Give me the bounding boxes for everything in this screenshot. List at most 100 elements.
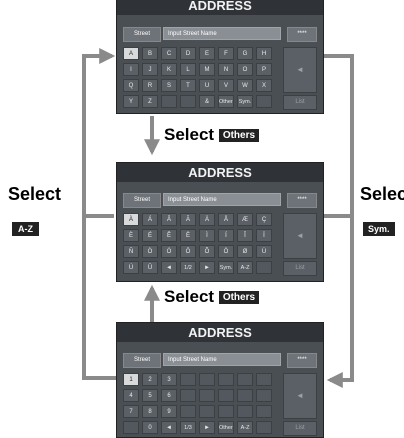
key[interactable]: Ô xyxy=(180,245,196,258)
key[interactable]: Û xyxy=(142,261,158,274)
key[interactable]: 3 xyxy=(161,373,177,386)
key[interactable] xyxy=(180,95,196,108)
back-arrow-button[interactable]: ◄ xyxy=(283,213,317,259)
key[interactable]: 9 xyxy=(161,405,177,418)
key[interactable]: È xyxy=(123,229,139,242)
key[interactable] xyxy=(256,261,272,274)
key[interactable]: O xyxy=(237,63,253,76)
key[interactable]: N xyxy=(218,63,234,76)
key[interactable]: Ä xyxy=(199,213,215,226)
stars-button[interactable]: **** xyxy=(287,193,317,208)
key[interactable] xyxy=(237,405,253,418)
key[interactable]: Ê xyxy=(161,229,177,242)
key[interactable]: C xyxy=(161,47,177,60)
key[interactable]: S xyxy=(161,79,177,92)
key[interactable]: Ç xyxy=(256,213,272,226)
key[interactable] xyxy=(256,373,272,386)
key[interactable]: É xyxy=(142,229,158,242)
key[interactable]: Ú xyxy=(123,261,139,274)
key[interactable]: ► xyxy=(199,421,215,434)
key[interactable] xyxy=(256,405,272,418)
key[interactable]: H xyxy=(256,47,272,60)
key[interactable] xyxy=(199,389,215,402)
key[interactable]: 7 xyxy=(123,405,139,418)
key[interactable]: A xyxy=(123,47,139,60)
key[interactable]: P xyxy=(256,63,272,76)
key[interactable] xyxy=(180,373,196,386)
key[interactable]: F xyxy=(218,47,234,60)
street-input[interactable]: Input Street Name xyxy=(163,193,281,206)
key[interactable]: 6 xyxy=(161,389,177,402)
key[interactable]: 5 xyxy=(142,389,158,402)
key[interactable]: R xyxy=(142,79,158,92)
key[interactable]: Â xyxy=(161,213,177,226)
key[interactable]: Ã xyxy=(180,213,196,226)
key[interactable] xyxy=(256,95,272,108)
key[interactable]: Ø xyxy=(237,245,253,258)
key[interactable]: B xyxy=(142,47,158,60)
key[interactable]: Ì xyxy=(199,229,215,242)
key[interactable]: Ï xyxy=(256,229,272,242)
key[interactable]: Î xyxy=(237,229,253,242)
key[interactable]: ◄ xyxy=(161,421,177,434)
street-input[interactable]: Input Street Name xyxy=(163,27,281,40)
key[interactable] xyxy=(180,405,196,418)
key[interactable] xyxy=(199,405,215,418)
key[interactable]: Y xyxy=(123,95,139,108)
key[interactable]: Å xyxy=(218,213,234,226)
key[interactable]: U xyxy=(199,79,215,92)
key[interactable]: Ó xyxy=(161,245,177,258)
key[interactable] xyxy=(180,389,196,402)
key[interactable] xyxy=(218,389,234,402)
key[interactable]: Others xyxy=(218,421,234,434)
key[interactable]: Ë xyxy=(180,229,196,242)
list-button[interactable]: List xyxy=(283,261,317,276)
key[interactable] xyxy=(199,373,215,386)
key[interactable] xyxy=(218,373,234,386)
key[interactable]: E xyxy=(199,47,215,60)
key[interactable]: Ù xyxy=(256,245,272,258)
key[interactable]: G xyxy=(237,47,253,60)
key[interactable]: Æ xyxy=(237,213,253,226)
key[interactable]: 0 xyxy=(142,421,158,434)
stars-button[interactable]: **** xyxy=(287,353,317,368)
key[interactable]: Í xyxy=(218,229,234,242)
key[interactable] xyxy=(256,421,272,434)
key[interactable]: L xyxy=(180,63,196,76)
key[interactable]: Q xyxy=(123,79,139,92)
key[interactable]: I xyxy=(123,63,139,76)
street-input[interactable]: Input Street Name xyxy=(163,353,281,366)
list-button[interactable]: List xyxy=(283,95,317,110)
back-arrow-button[interactable]: ◄ xyxy=(283,47,317,93)
key[interactable]: A-Z xyxy=(237,421,253,434)
key[interactable]: 2 xyxy=(142,373,158,386)
key[interactable]: J xyxy=(142,63,158,76)
back-arrow-button[interactable]: ◄ xyxy=(283,373,317,419)
key[interactable]: M xyxy=(199,63,215,76)
key[interactable]: V xyxy=(218,79,234,92)
key[interactable] xyxy=(256,389,272,402)
key[interactable]: Ò xyxy=(142,245,158,258)
key[interactable]: Ö xyxy=(218,245,234,258)
key[interactable]: 1/2 xyxy=(180,261,196,274)
key[interactable]: W xyxy=(237,79,253,92)
key[interactable]: Others xyxy=(218,95,234,108)
key[interactable]: & xyxy=(199,95,215,108)
key[interactable]: Sym. xyxy=(237,95,253,108)
key[interactable] xyxy=(237,389,253,402)
key[interactable]: À xyxy=(123,213,139,226)
key[interactable] xyxy=(161,95,177,108)
key[interactable]: 1 xyxy=(123,373,139,386)
key[interactable]: X xyxy=(256,79,272,92)
key[interactable]: D xyxy=(180,47,196,60)
key[interactable]: 1/3 xyxy=(180,421,196,434)
key[interactable]: 4 xyxy=(123,389,139,402)
key[interactable]: Ñ xyxy=(123,245,139,258)
key[interactable]: Sym. xyxy=(218,261,234,274)
key[interactable] xyxy=(218,405,234,418)
key[interactable]: 8 xyxy=(142,405,158,418)
key[interactable]: A-Z xyxy=(237,261,253,274)
key[interactable] xyxy=(237,373,253,386)
key[interactable]: Õ xyxy=(199,245,215,258)
key[interactable] xyxy=(123,421,139,434)
